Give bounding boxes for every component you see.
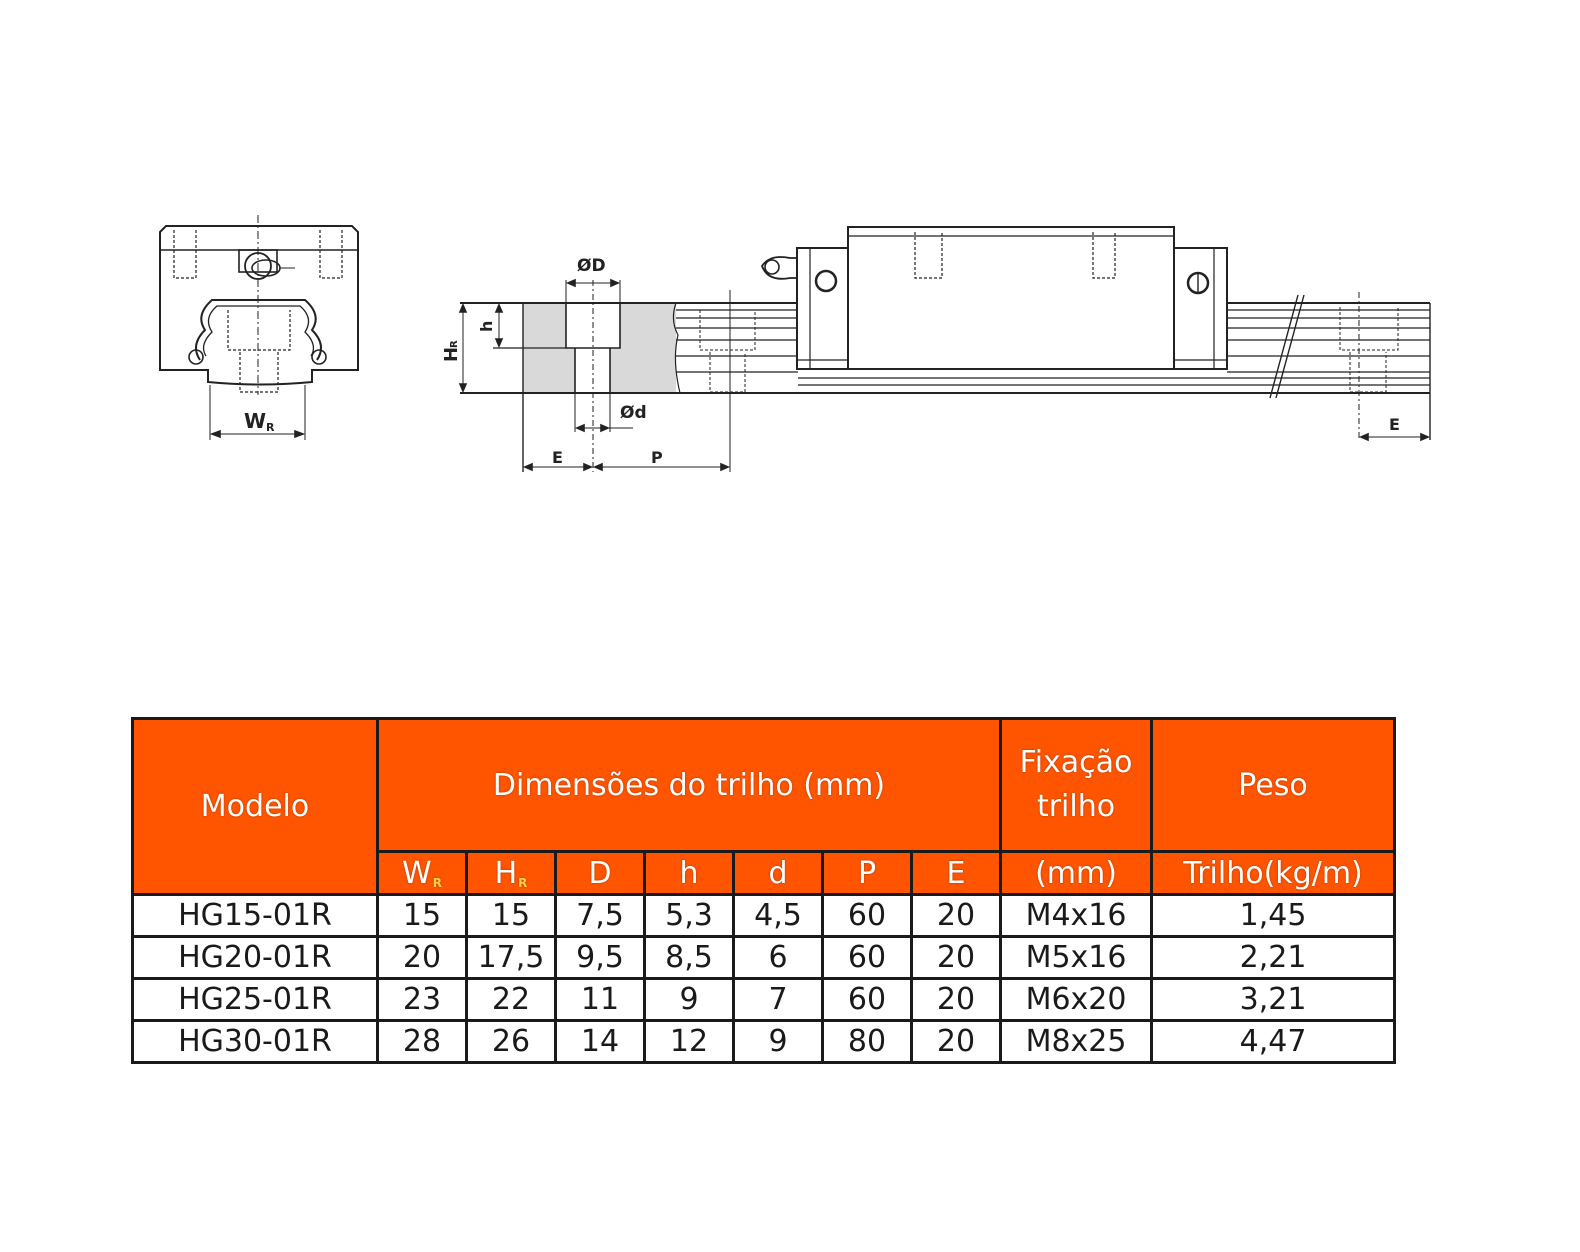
technical-drawing: W R ØD	[0, 0, 1580, 520]
cell-weight: 1,45	[1150, 893, 1397, 938]
cell-weight: 4,47	[1150, 1019, 1397, 1064]
header-fixing: Fixação trilho	[999, 717, 1154, 853]
cell-hr: 17,5	[465, 935, 557, 980]
cell-fixing: M4x16	[999, 893, 1154, 938]
header-model: Modelo	[131, 717, 379, 896]
cell-wr: 20	[376, 935, 468, 980]
table-row: HG25-01R 23 22 11 9 7 60 20 M6x20 3,21	[131, 977, 1397, 1022]
cell-weight: 3,21	[1150, 977, 1397, 1022]
cell-hr: 26	[465, 1019, 557, 1064]
cell-h: 8,5	[643, 935, 735, 980]
cell-D: 14	[554, 1019, 646, 1064]
table-row: HG15-01R 15 15 7,5 5,3 4,5 60 20 M4x16 1…	[131, 893, 1397, 938]
side-e-dimension-label: E	[1389, 415, 1400, 434]
svg-text:R: R	[449, 340, 460, 348]
cell-e: 20	[909, 935, 1003, 980]
header-weight-unit: Trilho(kg/m)	[1150, 850, 1397, 896]
cell-model: HG25-01R	[131, 977, 379, 1022]
cell-d: 7	[732, 977, 824, 1022]
hr-dimension-label: H	[441, 347, 462, 362]
cell-e: 20	[909, 977, 1003, 1022]
cell-p: 60	[821, 935, 913, 980]
cell-weight: 2,21	[1150, 935, 1397, 980]
cell-fixing: M6x20	[999, 977, 1154, 1022]
cell-d: 9	[732, 1019, 824, 1064]
header-h: h	[643, 850, 735, 896]
cell-fixing: M5x16	[999, 935, 1154, 980]
cell-p: 60	[821, 977, 913, 1022]
header-p: P	[821, 850, 913, 896]
header-dimensions: Dimensões do trilho (mm)	[375, 717, 1003, 853]
svg-text:R: R	[266, 421, 275, 434]
header-d-counterbore: D	[554, 850, 646, 896]
cell-hr: 15	[465, 893, 557, 938]
cell-model: HG20-01R	[131, 935, 379, 980]
small-d-dimension-label: Ød	[620, 403, 647, 423]
header-wr: WR	[376, 850, 468, 896]
cell-D: 9,5	[554, 935, 646, 980]
cell-fixing: M8x25	[999, 1019, 1154, 1064]
h-dimension-label: h	[477, 321, 496, 332]
cell-model: HG15-01R	[131, 893, 379, 938]
cell-e: 20	[909, 1019, 1003, 1064]
cell-D: 7,5	[554, 893, 646, 938]
header-d-hole: d	[732, 850, 824, 896]
cell-h: 5,3	[643, 893, 735, 938]
cell-d: 4,5	[732, 893, 824, 938]
header-fixing-unit: (mm)	[999, 850, 1154, 896]
header-weight: Peso	[1150, 717, 1397, 853]
e-dimension-label: E	[552, 448, 563, 467]
cell-p: 60	[821, 893, 913, 938]
p-dimension-label: P	[651, 448, 663, 467]
cell-d: 6	[732, 935, 824, 980]
cell-h: 12	[643, 1019, 735, 1064]
cell-D: 11	[554, 977, 646, 1022]
od-dimension-label: ØD	[577, 256, 606, 276]
cell-hr: 22	[465, 977, 557, 1022]
front-view: W R	[159, 215, 359, 440]
side-view: E	[760, 226, 1431, 442]
cell-wr: 23	[376, 977, 468, 1022]
cell-wr: 15	[376, 893, 468, 938]
cell-wr: 28	[376, 1019, 468, 1064]
cell-h: 9	[643, 977, 735, 1022]
cell-model: HG30-01R	[131, 1019, 379, 1064]
cell-e: 20	[909, 893, 1003, 938]
table-row: HG30-01R 28 26 14 12 9 80 20 M8x25 4,47	[131, 1019, 1397, 1064]
wr-dimension-label: W	[244, 409, 266, 433]
header-hr: HR	[465, 850, 557, 896]
cell-p: 80	[821, 1019, 913, 1064]
header-e: E	[909, 850, 1003, 896]
table-row: HG20-01R 20 17,5 9,5 8,5 6 60 20 M5x16 2…	[131, 935, 1397, 980]
rail-dimensions-table: Modelo Dimensões do trilho (mm) Fixação …	[131, 717, 1397, 1064]
